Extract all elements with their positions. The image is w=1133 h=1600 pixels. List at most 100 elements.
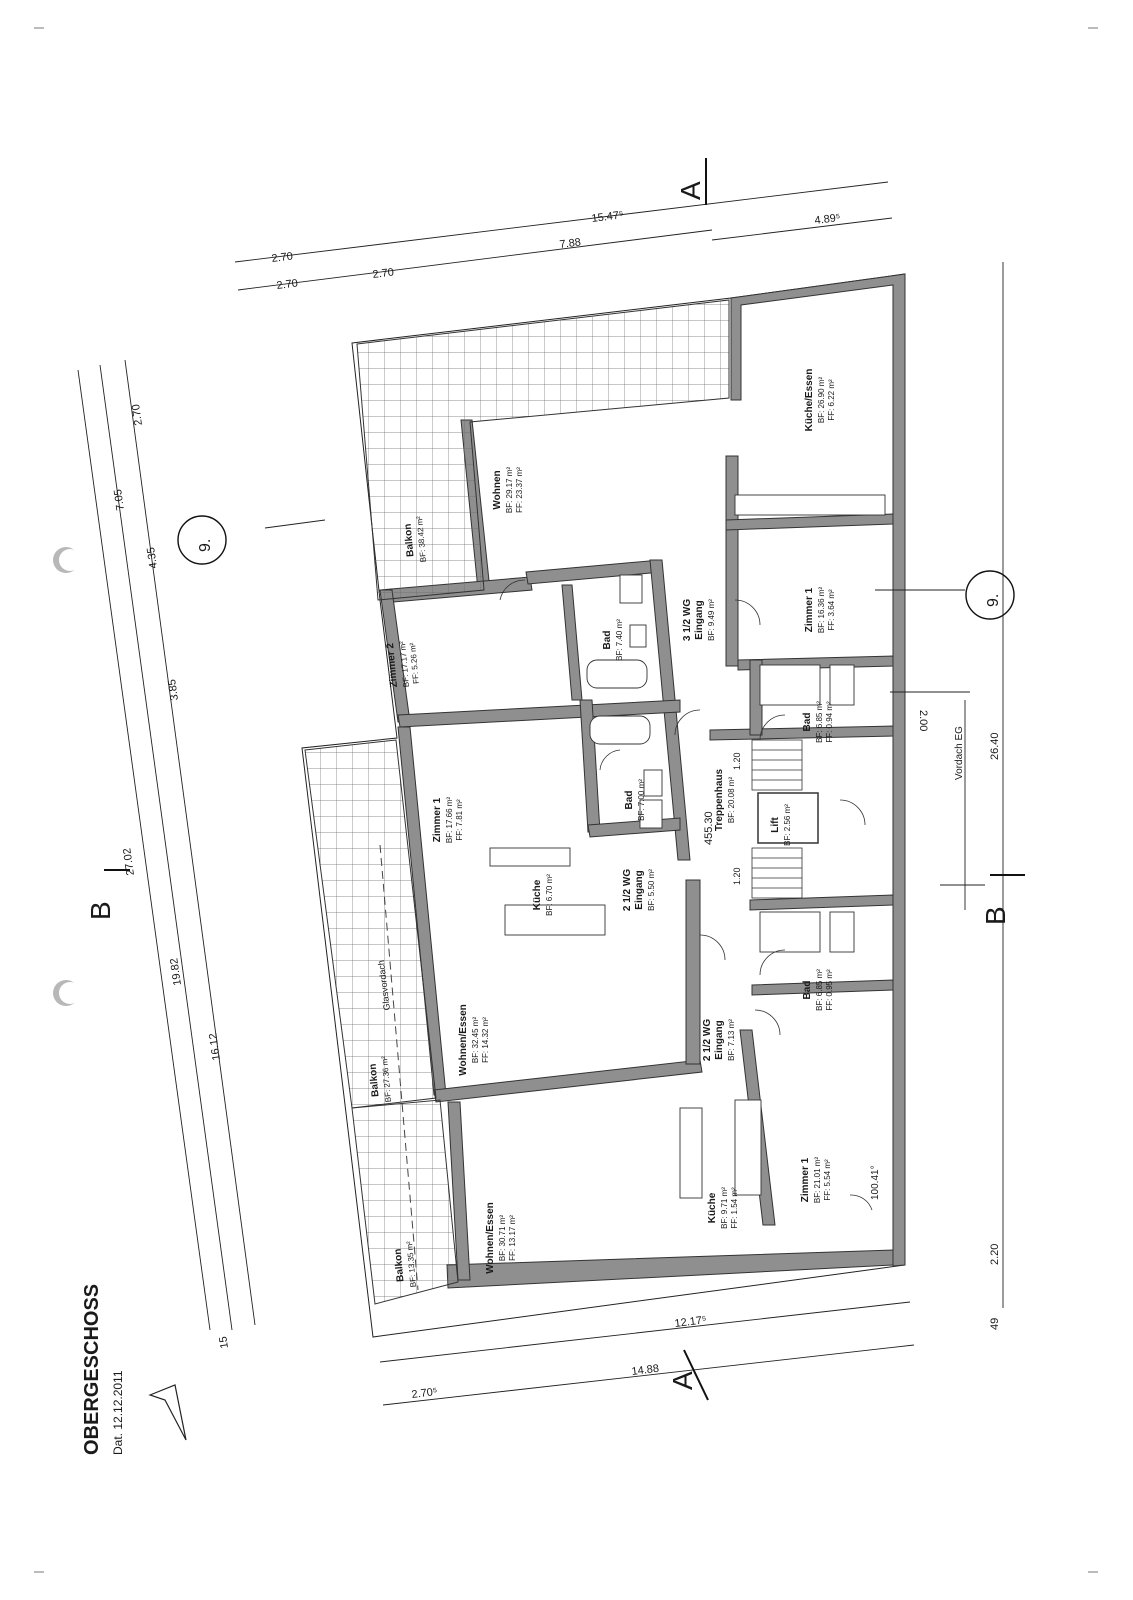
dim-right-2: 2.20 xyxy=(989,1244,1001,1265)
room-name: Bad xyxy=(802,713,813,732)
room-name: Balkon xyxy=(403,523,417,557)
room-bf: BF: 26.90 m² xyxy=(817,377,826,424)
room-bf: BF: 17.17 m² xyxy=(398,640,411,687)
room-bf: BF: 20.08 m² xyxy=(727,777,736,824)
room-name: Wohnen/Essen xyxy=(485,1202,496,1274)
stair-level: 455.30 xyxy=(703,811,715,845)
room-bf: BF: 7.00 m² xyxy=(637,779,646,821)
corner-angle: 100.41° xyxy=(870,1165,881,1200)
dim-bottom-1: 12.17⁵ xyxy=(674,1314,707,1330)
dim-top-5: 2.70 xyxy=(276,277,299,292)
room-name: Balkon xyxy=(393,1248,407,1282)
room-ff: FF: 6.22 m² xyxy=(827,379,836,421)
room-sub: Eingang xyxy=(634,870,645,909)
axis-label-right: 9. xyxy=(985,594,1002,607)
room-ff: FF: 7.81 m² xyxy=(455,799,464,841)
dim-right-total: 26.40 xyxy=(989,732,1001,760)
dim-top-4: 4.89⁵ xyxy=(814,212,841,227)
room-name: Küche xyxy=(707,1192,718,1223)
axis-label-left: 9. xyxy=(197,539,214,552)
dim-bottom-3: 14.88 xyxy=(631,1363,660,1378)
room-ff: FF: 0.95 m² xyxy=(825,969,834,1011)
room-name: Küche/Essen xyxy=(804,369,815,432)
room-ff: FF: 1.54 m² xyxy=(730,1187,739,1229)
room-bf: BF: 32.45 m² xyxy=(471,1017,480,1064)
room-ff: FF: 5.54 m² xyxy=(823,1159,832,1201)
room-bf: BF: 7.13 m² xyxy=(727,1019,736,1061)
room-bf: BF: 9.49 m² xyxy=(707,599,716,641)
room-ff: FF: 0.94 m² xyxy=(825,701,834,743)
punch-holes xyxy=(53,547,81,1006)
section-b-right: B xyxy=(980,906,1011,925)
dim-right-3: 49 xyxy=(989,1318,1001,1330)
room-name: Zimmer 1 xyxy=(804,587,815,632)
room-bf: BF: 7.40 m² xyxy=(615,619,624,661)
room-name: Bad xyxy=(602,631,613,650)
room-bf: BF: 9.71 m² xyxy=(720,1187,729,1229)
room-sub: Eingang xyxy=(694,600,705,639)
balconies xyxy=(304,299,730,1305)
room-sub: Eingang xyxy=(714,1020,725,1059)
room-ff: FF: 23.37 m² xyxy=(515,467,524,513)
dim-top-6: 2.70 xyxy=(372,266,395,281)
dim-bottom-2: 2.70⁵ xyxy=(411,1386,438,1401)
room-name: Bad xyxy=(624,791,635,810)
room-name: Zimmer 1 xyxy=(800,1157,811,1202)
room-ff: FF: 3.64 m² xyxy=(827,589,836,631)
canopy-label: Vordach EG xyxy=(954,726,965,780)
section-b-left: B xyxy=(85,901,116,920)
plan-date: Dat. 12.12.2011 xyxy=(111,1370,125,1455)
stair-offset-1: 1.20 xyxy=(732,752,742,770)
section-markers xyxy=(104,158,1025,1401)
dim-left-total: 27.02 xyxy=(121,847,137,876)
dim-left-small: 15 xyxy=(217,1335,231,1349)
dim-top-total: 15.47⁵ xyxy=(591,209,624,225)
dim-top-2: 2.70 xyxy=(271,250,294,265)
dim-left-3: 3.85 xyxy=(166,678,181,701)
room-name: Wohnen/Essen xyxy=(458,1004,469,1076)
north-arrow-icon xyxy=(148,1384,187,1441)
room-ff: FF: 14.32 m² xyxy=(481,1017,490,1063)
room-ff: FF: 13.17 m² xyxy=(508,1215,517,1261)
stair-offset-2: 1.20 xyxy=(732,867,742,885)
room-name: Balkon xyxy=(368,1063,382,1097)
room-bf: BF: 17.66 m² xyxy=(445,797,454,844)
dim-left-6: 19.82 xyxy=(168,957,184,986)
room-bf: BF: 6.85 m² xyxy=(815,969,824,1011)
section-a-top: A xyxy=(675,181,706,200)
stairwell xyxy=(751,739,819,899)
dim-left-4: 16.12 xyxy=(207,1032,223,1061)
dim-top-3: 7.88 xyxy=(559,236,582,251)
dimension-lines xyxy=(77,181,1004,1406)
room-bf: BF: 5.50 m² xyxy=(647,869,656,911)
room-bf: BF: 30.71 m² xyxy=(498,1215,507,1262)
room-name: Zimmer 2 xyxy=(385,642,400,688)
crop-marks xyxy=(34,27,1098,1573)
room-bf: BF: 29.17 m² xyxy=(505,467,514,514)
room-name: 2 1/2 WG xyxy=(702,1019,713,1061)
room-bf: BF: 2.56 m² xyxy=(783,804,792,846)
fixtures xyxy=(489,494,886,1199)
door-swings xyxy=(499,579,873,1211)
plan-title: OBERGESCHOSS xyxy=(81,1284,103,1455)
